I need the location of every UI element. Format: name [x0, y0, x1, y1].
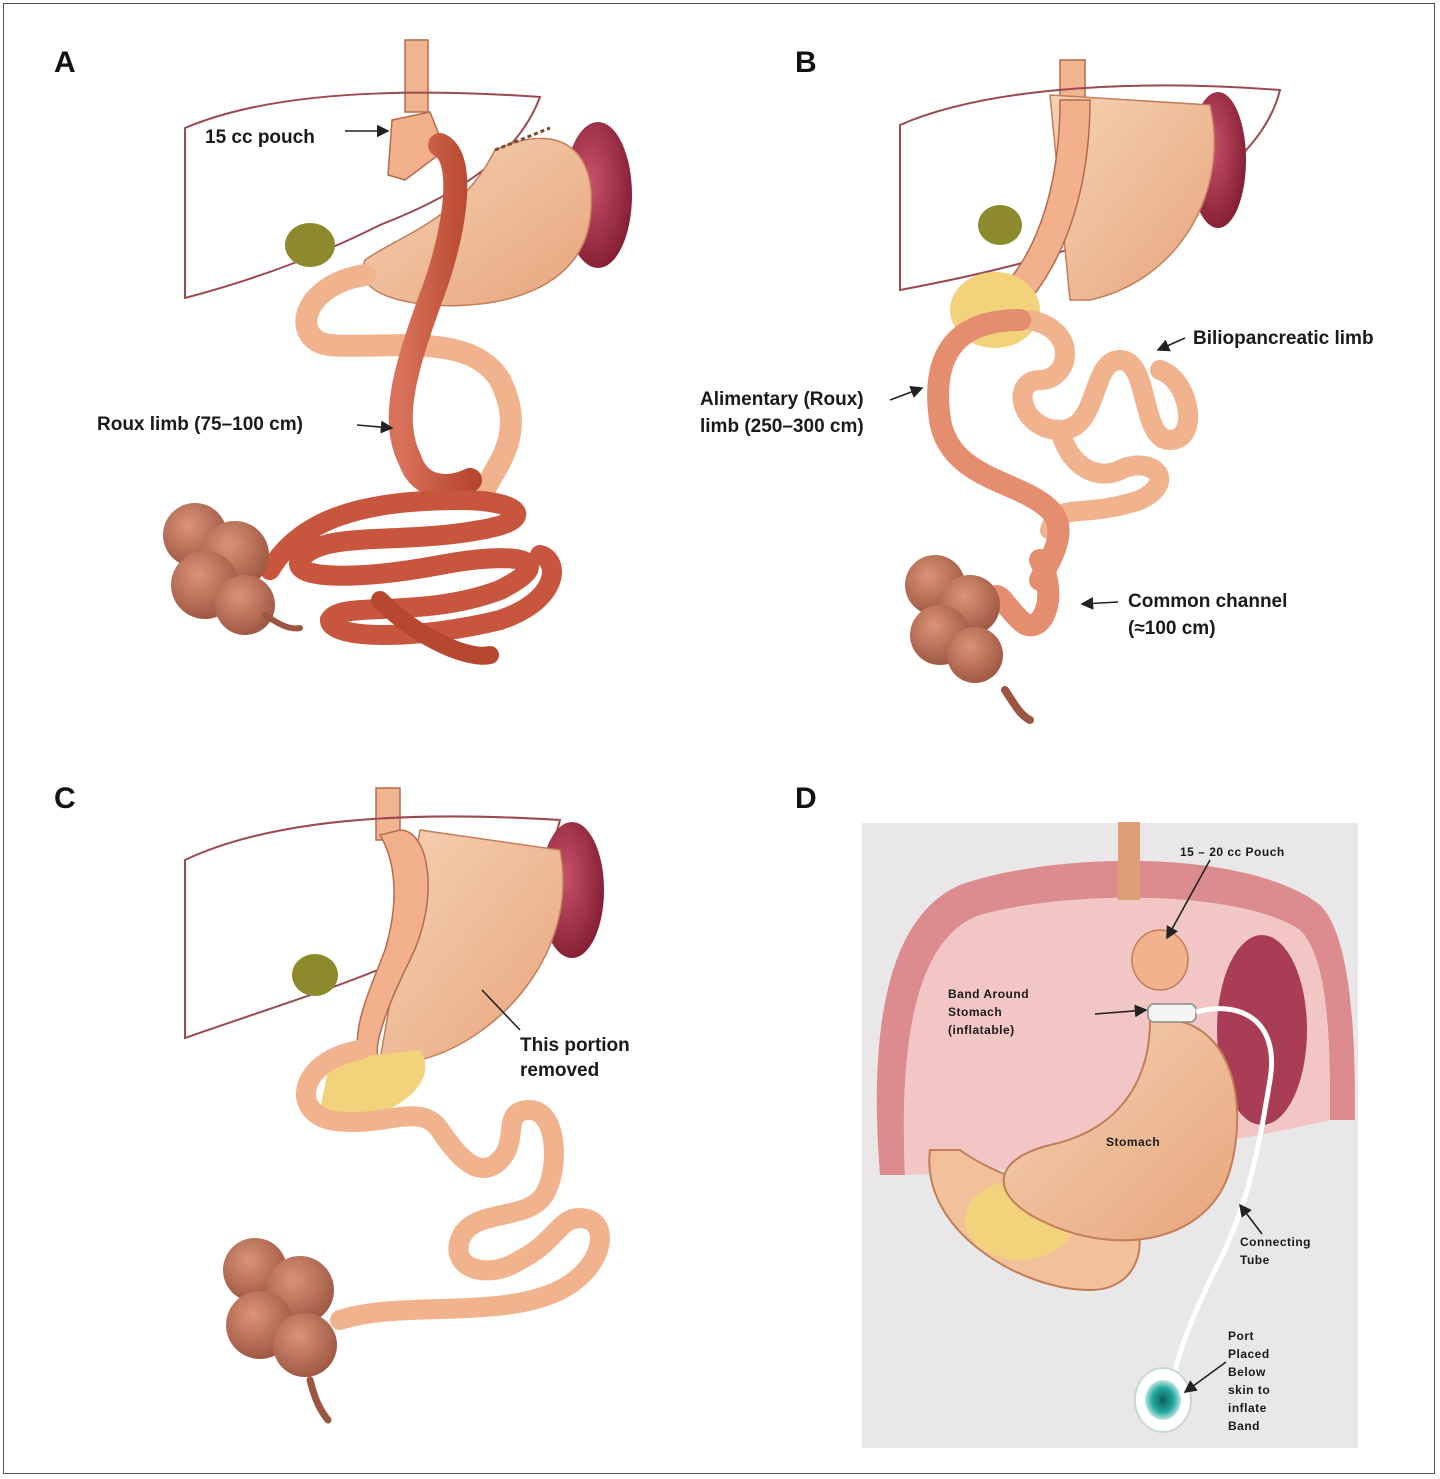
panel-d-letter: D [795, 782, 817, 815]
gastric-pouch-d [1132, 930, 1188, 990]
panel-b: B Biliopancreatic limb Alimentary (Roux)… [700, 46, 1374, 720]
panel-b-letter: B [795, 46, 817, 79]
label-roux-limb: Roux limb (75–100 cm) [97, 414, 303, 435]
label-port-line4: skin to [1228, 1383, 1270, 1397]
small-bowel-a [270, 500, 552, 635]
gallbladder-c [292, 954, 338, 996]
label-band-line1: Band Around [948, 987, 1029, 1001]
port-d [1145, 1380, 1181, 1420]
label-15cc-pouch: 15 cc pouch [205, 127, 315, 148]
label-common-line2: (≈100 cm) [1128, 618, 1216, 639]
leader-alimentary-b [890, 388, 922, 400]
leader-bp-b [1158, 338, 1185, 350]
colon-c [223, 1238, 337, 1420]
label-port-line5: inflate [1228, 1401, 1267, 1415]
label-removed-line1: This portion [520, 1035, 630, 1056]
gallbladder-b [978, 205, 1022, 245]
label-common-line1: Common channel [1128, 591, 1287, 612]
label-stomach-d: Stomach [1106, 1135, 1160, 1149]
panel-c: C This portion removed [54, 782, 630, 1420]
leader-common-b [1082, 602, 1118, 604]
leader-roux-a [357, 425, 392, 428]
label-tube-line1: Connecting [1240, 1235, 1311, 1249]
label-port-line3: Below [1228, 1365, 1266, 1379]
label-port-line6: Band [1228, 1419, 1260, 1433]
label-removed-line2: removed [520, 1060, 599, 1081]
label-biliopancreatic-limb: Biliopancreatic limb [1193, 328, 1374, 349]
esophagus-a [405, 40, 428, 112]
label-alimentary-line2: limb (250–300 cm) [700, 416, 864, 437]
esophagus-d [1118, 822, 1140, 900]
panel-a: A 15 cc pouch Roux limb (75–10 [54, 40, 632, 656]
panel-d: D 15 – 20 cc Pouch Band Around Stomach (… [795, 782, 1358, 1448]
label-alimentary-line1: Alimentary (Roux) [700, 389, 864, 410]
label-band-line3: (inflatable) [948, 1023, 1015, 1037]
roux-limb-a [401, 145, 470, 486]
panel-c-letter: C [54, 782, 76, 815]
alimentary-limb-b [938, 320, 1058, 580]
label-tube-line2: Tube [1240, 1253, 1270, 1267]
label-port-line1: Port [1228, 1329, 1254, 1343]
colon-b [905, 555, 1030, 720]
gastric-band-d [1148, 1004, 1196, 1022]
label-port-line2: Placed [1228, 1347, 1270, 1361]
panel-a-letter: A [54, 46, 76, 79]
label-pouch-d: 15 – 20 cc Pouch [1180, 845, 1285, 859]
common-channel-b [990, 560, 1048, 625]
gallbladder-a [285, 223, 335, 267]
label-band-line2: Stomach [948, 1005, 1002, 1019]
